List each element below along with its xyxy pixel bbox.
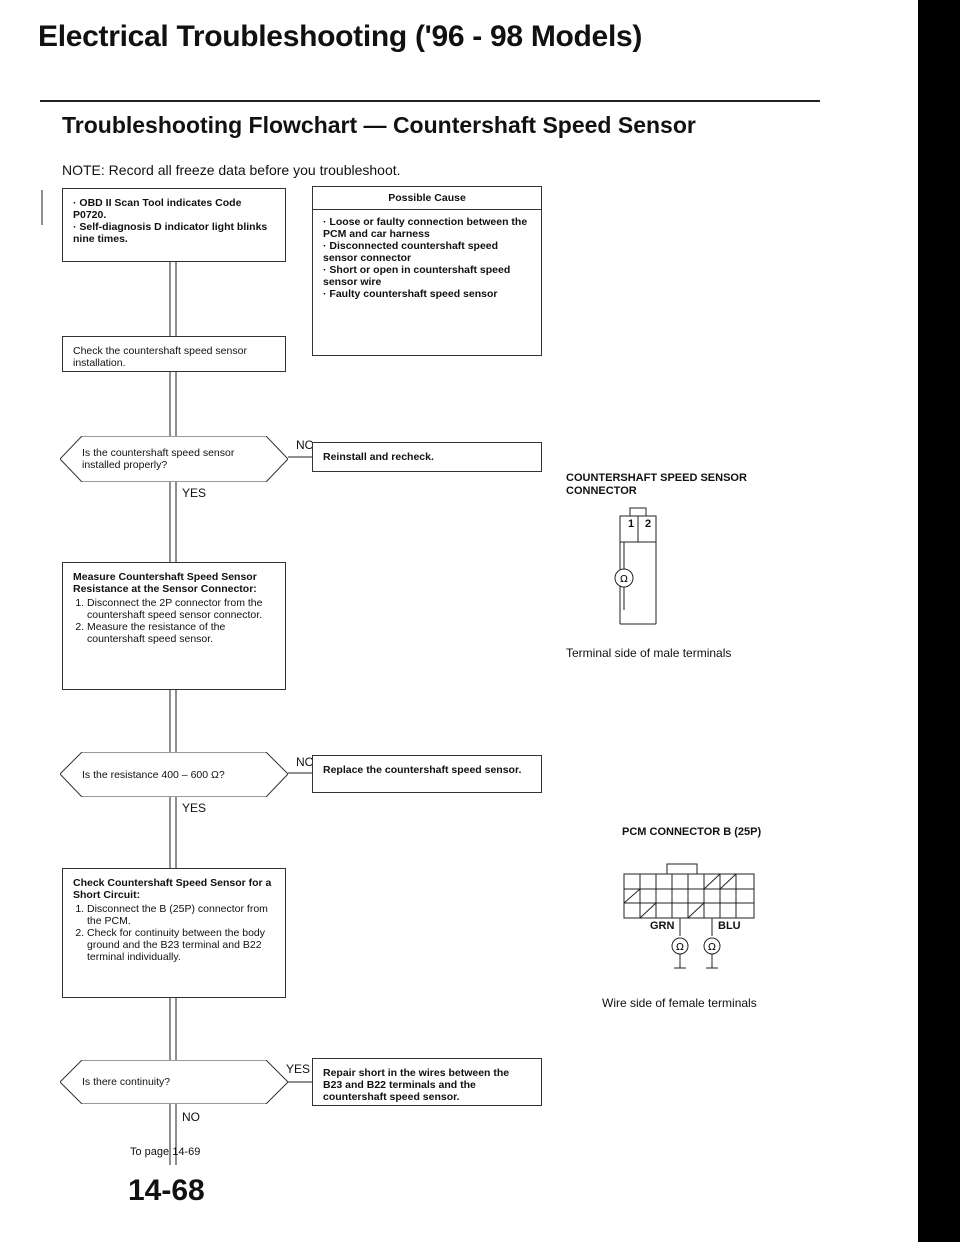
measure-heading: Measure Countershaft Speed Sensor Resist… [73, 571, 257, 595]
measure-steps: Disconnect the 2P connector from the cou… [73, 597, 275, 645]
svg-text:Ω: Ω [676, 942, 684, 953]
no-label: NO [296, 438, 314, 452]
sensor-connector-title: COUNTERSHAFT SPEED SENSOR CONNECTOR [566, 472, 747, 497]
measure-resistance-box: Measure Countershaft Speed Sensor Resist… [62, 562, 286, 690]
check-short-step: Disconnect the B (25P) connector from th… [87, 903, 275, 927]
check-installation-text: Check the countershaft speed sensor inst… [73, 345, 247, 369]
to-page-text: To page 14-69 [130, 1146, 201, 1158]
pcm-connector-title: PCM CONNECTOR B (25P) [622, 826, 762, 838]
possible-cause-list: · Loose or faulty connection between the… [313, 210, 541, 306]
cause-item: · Short or open in countershaft speed se… [323, 264, 511, 288]
check-short-steps: Disconnect the B (25P) connector from th… [73, 903, 275, 963]
cause-item: · Faulty countershaft speed sensor [323, 288, 498, 300]
sensor-pin-2: 2 [645, 518, 652, 530]
question-continuity-text: Is there continuity? [82, 1076, 171, 1088]
question-installed-diamond: Is the countershaft speed sensor install… [60, 436, 288, 482]
no-label: NO [182, 1110, 200, 1124]
question-resistance-text: Is the resistance 400 – 600 Ω? [82, 768, 225, 781]
question-continuity-diamond: Is there continuity? [60, 1060, 288, 1104]
start-condition-box: · OBD II Scan Tool indicates Code P0720.… [62, 188, 286, 262]
title-rule [40, 100, 820, 102]
possible-cause-heading: Possible Cause [313, 187, 541, 210]
note-text: NOTE: Record all freeze data before you … [62, 162, 401, 178]
start-line-1: · OBD II Scan Tool indicates Code P0720. [73, 197, 242, 221]
reinstall-box: Reinstall and recheck. [312, 442, 542, 472]
sensor-connector-diagram: Ω [614, 507, 657, 625]
replace-sensor-text: Replace the countershaft speed sensor. [323, 764, 522, 776]
pcm-connector-diagram: Ω Ω [623, 863, 755, 969]
sensor-pin-1: 1 [628, 518, 635, 530]
reinstall-text: Reinstall and recheck. [323, 451, 434, 463]
cause-item: · Loose or faulty connection between the… [323, 216, 528, 240]
yes-label: YES [286, 1062, 311, 1076]
flowchart-title: Troubleshooting Flowchart — Countershaft… [62, 112, 696, 138]
start-line-2: · Self-diagnosis D indicator light blink… [73, 221, 268, 245]
question-resistance-diamond: Is the resistance 400 – 600 Ω? [60, 752, 288, 797]
check-short-step: Check for continuity between the body gr… [87, 927, 275, 963]
pcm-connector-caption: Wire side of female terminals [602, 996, 757, 1010]
check-short-heading: Check Countershaft Speed Sensor for a Sh… [73, 877, 272, 901]
pcm-wire-blu: BLU [718, 920, 741, 932]
page-number: 14-68 [128, 1174, 205, 1207]
repair-short-text: Repair short in the wires between the B2… [323, 1067, 510, 1103]
svg-text:Ω: Ω [620, 574, 628, 585]
replace-sensor-box: Replace the countershaft speed sensor. [312, 755, 542, 793]
page-edge-bar [918, 0, 960, 1242]
sensor-connector-caption: Terminal side of male terminals [566, 646, 732, 660]
possible-cause-box: Possible Cause · Loose or faulty connect… [312, 186, 542, 356]
svg-text:Ω: Ω [708, 942, 716, 953]
question-installed-text: Is the countershaft speed sensor install… [82, 447, 235, 471]
measure-step: Measure the resistance of the countersha… [87, 621, 275, 645]
repair-short-box: Repair short in the wires between the B2… [312, 1058, 542, 1106]
no-label: NO [296, 755, 314, 769]
yes-label: YES [182, 486, 207, 500]
yes-label: YES [182, 801, 207, 815]
measure-step: Disconnect the 2P connector from the cou… [87, 597, 275, 621]
pcm-wire-grn: GRN [650, 920, 675, 932]
page-title: Electrical Troubleshooting ('96 - 98 Mod… [38, 20, 643, 53]
check-short-circuit-box: Check Countershaft Speed Sensor for a Sh… [62, 868, 286, 998]
check-installation-box: Check the countershaft speed sensor inst… [62, 336, 286, 372]
cause-item: · Disconnected countershaft speed sensor… [323, 240, 499, 264]
